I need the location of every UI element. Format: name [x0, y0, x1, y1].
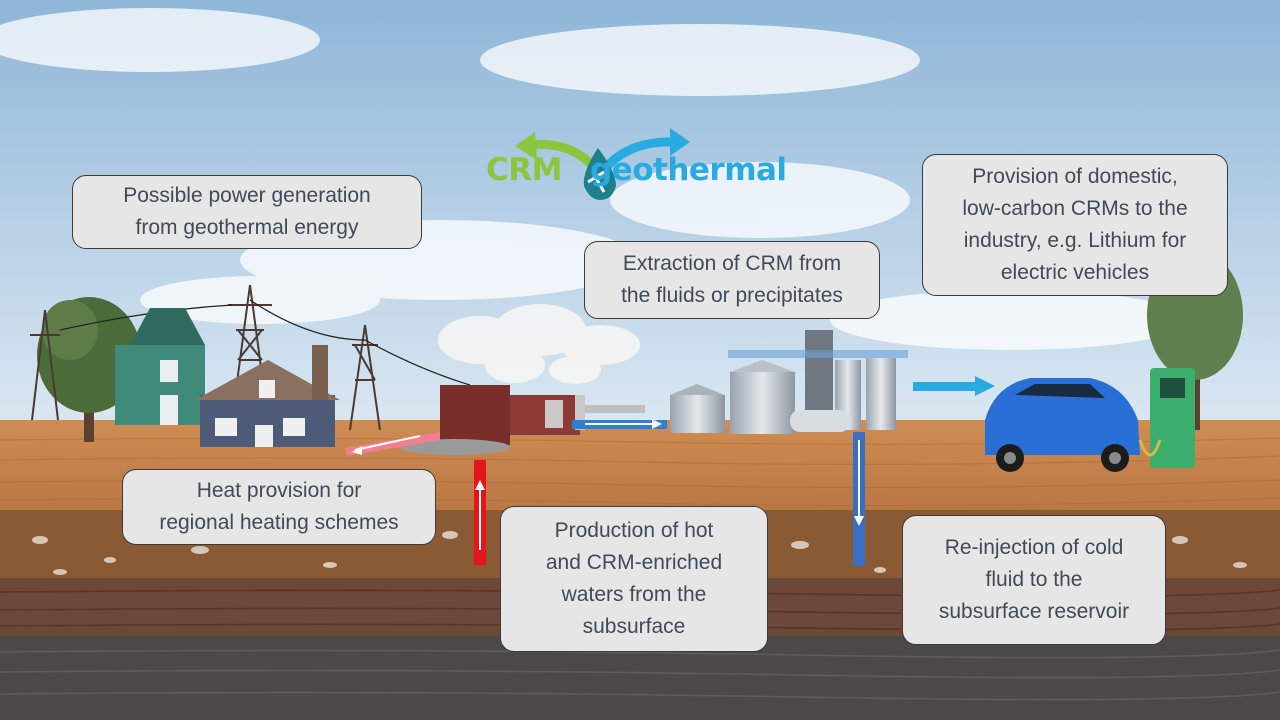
callout-reinjection: Re-injection of cold fluid to the subsur… [902, 515, 1166, 645]
reinjection-well [853, 432, 865, 566]
fluid-flow-arrow [572, 419, 667, 429]
callout-heat-provision: Heat provision for regional heating sche… [122, 469, 436, 545]
callout-domestic-crm: Provision of domestic, low-carbon CRMs t… [922, 154, 1228, 296]
logo-text-geothermal: geothermal [590, 152, 787, 188]
callout-production: Production of hot and CRM-enriched water… [500, 506, 768, 652]
callout-power-generation: Possible power generation from geotherma… [72, 175, 422, 249]
callout-crm-extraction: Extraction of CRM from the fluids or pre… [584, 241, 880, 319]
production-well [474, 460, 486, 565]
logo-text-crm: CRM [486, 152, 562, 188]
crm-geothermal-logo: CRM geothermal [486, 152, 787, 202]
